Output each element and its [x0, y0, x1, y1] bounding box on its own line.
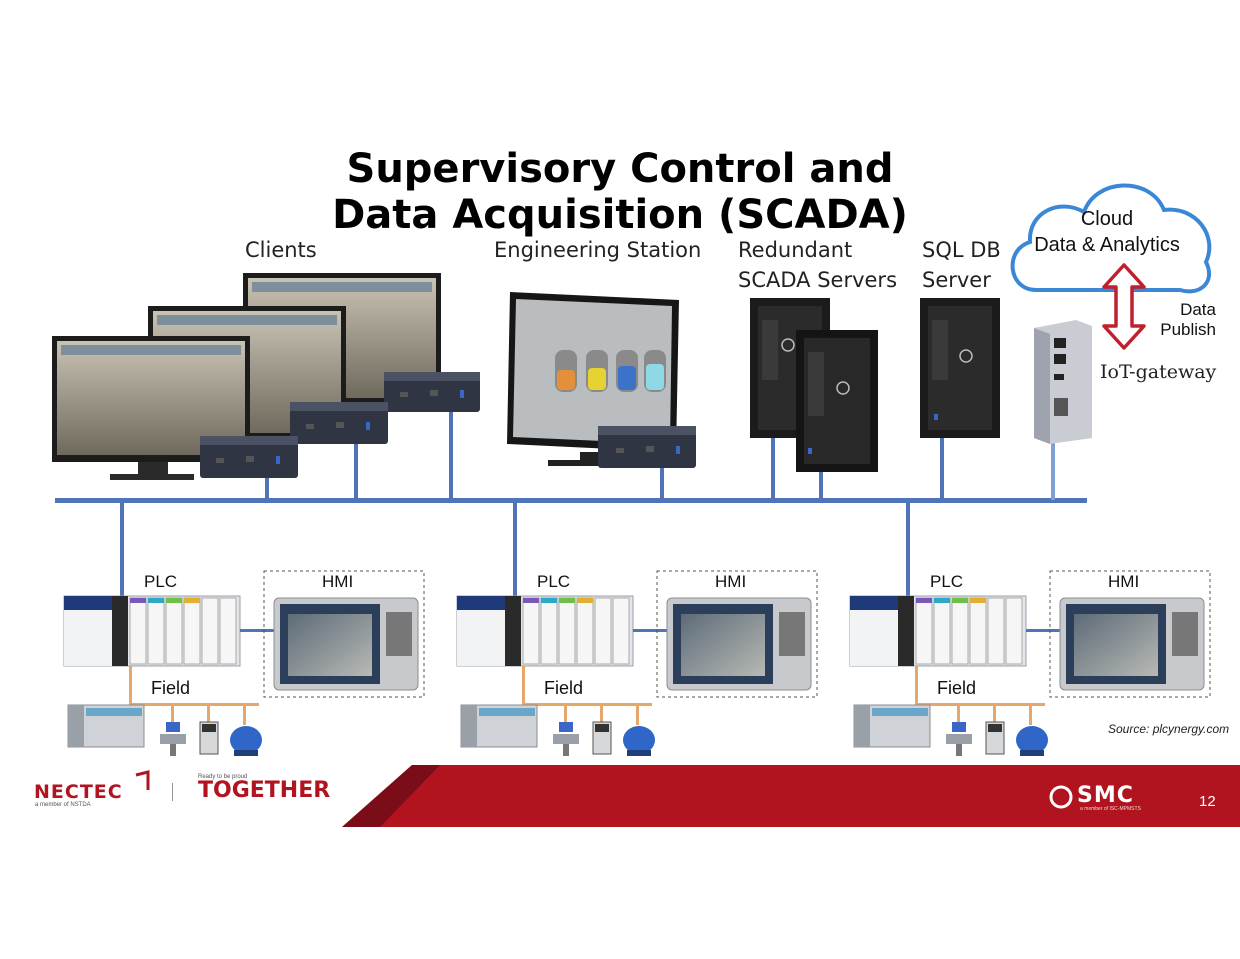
label-redundant-line-2: SCADA Servers — [738, 268, 898, 292]
io-module-icon — [460, 704, 538, 748]
data-publish-line-1: Data — [1180, 300, 1216, 319]
field-group — [849, 570, 1211, 756]
title-line-1: Supervisory Control and — [346, 146, 894, 192]
title-line-2: Data Acquisition (SCADA) — [332, 192, 908, 238]
io-module-icon — [853, 704, 931, 748]
plc-rack-icon — [456, 595, 634, 667]
field-link — [129, 666, 132, 728]
footer-band — [135, 765, 1240, 827]
plc-hmi-link — [240, 629, 274, 632]
drive-icon — [592, 721, 612, 755]
smc-logo-icon — [1049, 785, 1073, 809]
plc-label: PLC — [144, 572, 178, 591]
plc-label: PLC — [930, 572, 964, 591]
mini-pc-icon — [598, 426, 696, 468]
drive-icon — [199, 721, 219, 755]
motor-icon — [230, 726, 262, 756]
hmi-panel-icon — [1059, 597, 1205, 691]
io-module-icon — [67, 704, 145, 748]
source-credit: Source: plcynergy.com — [1108, 722, 1230, 736]
label-iot-gateway: IoT-gateway — [1100, 361, 1217, 383]
drive-icon — [985, 721, 1005, 755]
nectec-logo-text: NECTEC — [34, 781, 123, 803]
field-group — [456, 570, 818, 756]
hmi-panel-icon — [273, 597, 419, 691]
field-link — [522, 666, 525, 728]
field-label: Field — [151, 678, 191, 698]
motor-icon — [623, 726, 655, 756]
plc-hmi-link — [633, 629, 667, 632]
smc-subtitle: a member of ISC-MPMSTS — [1080, 806, 1141, 812]
cloud-label-line-2: Data & Analytics — [1034, 234, 1180, 256]
plc-rack-icon — [849, 595, 1027, 667]
tower-server-icon — [796, 330, 878, 472]
page-number: 12 — [1199, 793, 1216, 810]
plc-rack-icon — [63, 595, 241, 667]
cloud-icon — [1010, 183, 1212, 294]
network-bus — [55, 408, 1087, 598]
field-link — [917, 703, 1045, 706]
data-publish-arrow-icon — [1102, 263, 1146, 350]
label-sqldb-line-1: SQL DB — [922, 238, 1001, 262]
hmi-panel-icon — [666, 597, 812, 691]
valve-icon — [946, 722, 972, 756]
field-link — [915, 666, 918, 728]
field-group — [63, 570, 425, 756]
motor-icon — [1016, 726, 1048, 756]
mini-pc-icon — [290, 402, 388, 444]
engineering-monitor — [507, 292, 679, 466]
smc-logo-text: SMC — [1077, 783, 1134, 808]
field-label: Field — [937, 678, 977, 698]
mini-pc-icon — [200, 436, 298, 478]
field-label: Field — [544, 678, 584, 698]
nectec-logo-icon — [135, 770, 150, 790]
label-clients: Clients — [245, 238, 317, 262]
hmi-label: HMI — [1108, 572, 1140, 591]
together-logo-text: TOGETHER — [198, 778, 331, 803]
mini-pc-icon — [384, 372, 480, 412]
together-subtitle: Ready to be proud — [198, 774, 248, 780]
iot-gateway-icon — [1034, 320, 1092, 444]
plc-hmi-link — [1026, 629, 1060, 632]
valve-icon — [160, 722, 186, 756]
plc-label: PLC — [537, 572, 571, 591]
label-engineering-station: Engineering Station — [494, 238, 702, 262]
hmi-frame — [656, 570, 818, 698]
hmi-label: HMI — [715, 572, 747, 591]
cloud-label-line-1: Cloud — [1080, 208, 1134, 230]
label-sqldb-line-2: Server — [922, 268, 991, 292]
field-link — [524, 703, 652, 706]
hmi-frame — [1049, 570, 1211, 698]
nectec-subtitle: a member of NSTDA — [35, 802, 91, 808]
field-link — [131, 703, 259, 706]
data-publish-line-2: Publish — [1160, 320, 1216, 339]
hmi-frame — [263, 570, 425, 698]
valve-icon — [553, 722, 579, 756]
client-monitor-front — [52, 336, 250, 480]
page-title: Supervisory Control and Data Acquisition… — [0, 146, 1240, 238]
label-redundant-line-1: Redundant — [738, 238, 853, 262]
tower-server-icon — [920, 298, 1000, 438]
hmi-label: HMI — [322, 572, 354, 591]
